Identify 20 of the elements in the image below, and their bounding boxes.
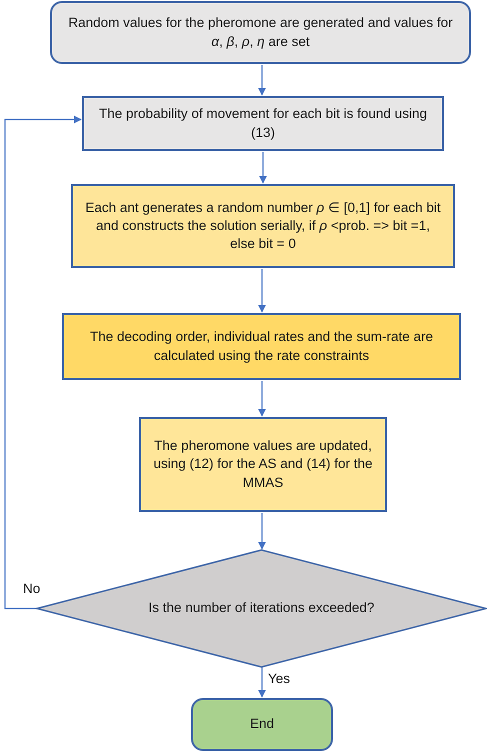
arrow	[4, 116, 82, 610]
node-text: The decoding order, individual rates and the sum-rate are calculated using the rate constraints	[89, 328, 434, 365]
arrow	[258, 513, 266, 550]
start-box	[50, 1, 471, 64]
arrow	[259, 152, 267, 184]
process-box	[62, 313, 461, 380]
arrow	[258, 667, 266, 698]
node-text: The probability of movement for each bit is found using (13)	[98, 105, 428, 142]
arrow	[258, 381, 266, 417]
arrow	[258, 65, 266, 96]
end-box	[191, 698, 333, 751]
process-box	[139, 417, 387, 512]
arrow	[258, 269, 266, 313]
node-text: The pheromone values are updated, using (12) for the AS and (14) for the MMAS	[152, 437, 374, 492]
node-text: Random values for the pheromone are generated and values for α, β, ρ, η are set	[67, 14, 454, 51]
node-text: Each ant generates a random number ρ ∈ [0,1] for each bit and constructs the solution serially, if ρ <prob. => bit =1, else bit = 0	[84, 198, 442, 254]
process-box	[82, 96, 444, 151]
node-text: End	[250, 715, 274, 734]
process-box	[71, 184, 455, 268]
node-text: Is the number of iterations exceeded?	[148, 599, 374, 618]
